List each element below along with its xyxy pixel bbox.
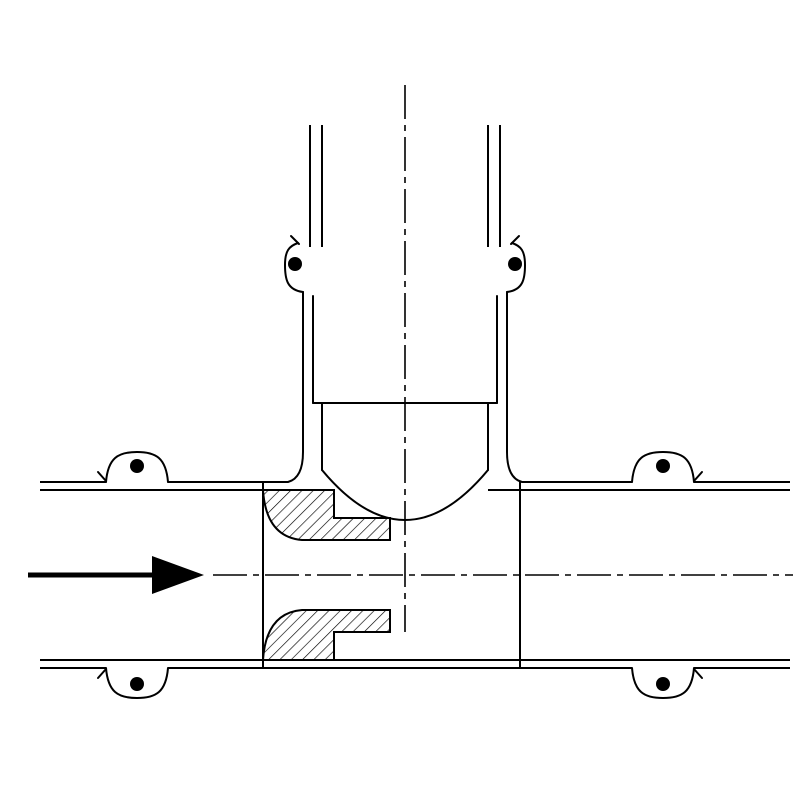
reducer-insert-lower [261,609,391,661]
branch-bell-outer-left [287,291,304,483]
run-bead-bottom-left [105,667,169,700]
run-bead-top-left-lip [97,471,107,482]
run-bead-bottom-right-lip [693,668,703,679]
o-ring-run-top-right [656,459,670,473]
run-bead-bottom-right [631,667,695,700]
run-bead-top-left [105,450,169,483]
branch-bead-left [283,242,304,293]
reducer-insert-upper [261,489,391,541]
branch-pipe [309,125,501,247]
run-bead-bottom-left-lip [97,668,107,679]
branch-o-rings [288,257,522,271]
run-bead-top-right [631,450,695,483]
o-ring-run-top-left [130,459,144,473]
o-ring-run-bottom-right [656,677,670,691]
reducer-insert [261,489,391,661]
branch-bead-right [506,242,527,293]
branch-bead-left-lip [290,235,300,245]
o-ring-branch-right [508,257,522,271]
run-pipe [40,481,790,669]
o-ring-branch-left [288,257,302,271]
branch-bell-outer-right [506,291,523,483]
branch-bead-right-lip [510,235,520,245]
flow-arrow [28,556,204,594]
centerlines [213,85,793,632]
flow-arrow-head [152,556,204,594]
run-bead-top-right-lip [693,471,703,482]
o-ring-run-bottom-left [130,677,144,691]
run-o-rings [130,459,670,691]
run-socket-beads [97,450,703,700]
